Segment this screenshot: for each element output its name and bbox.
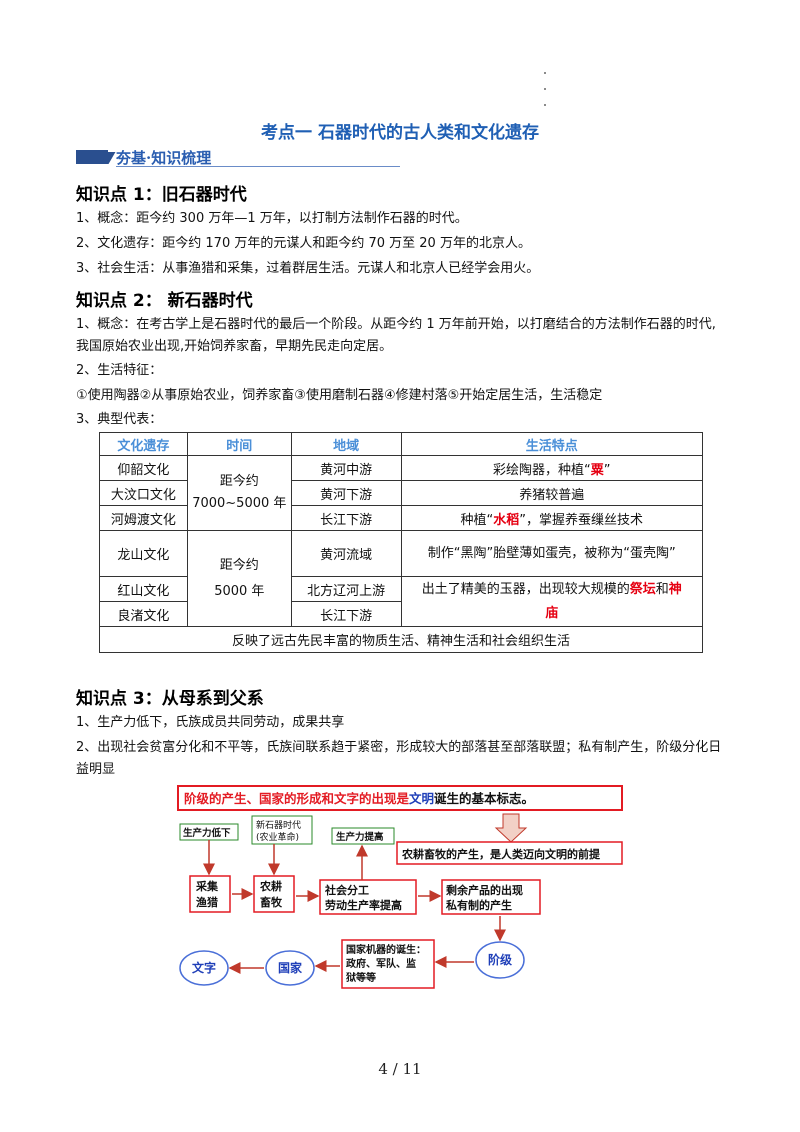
feature-highlight: 祭坛 <box>629 581 656 597</box>
page-title: 考点一 石器时代的古人类和文化遗存 <box>261 123 539 143</box>
top-banner-box <box>177 785 623 811</box>
table-header: 生活特点 <box>400 432 704 456</box>
k2-representatives-label: 3、典型代表： <box>76 412 163 427</box>
region-cell: 北方辽河上游 <box>290 576 402 602</box>
state-machine-text: 国家机器的诞生： <box>346 943 426 956</box>
table-summary-row: 反映了远古先民丰富的物质生活、精神生活和社会组织生活 <box>99 626 703 653</box>
time-text: 距今约 <box>219 557 259 573</box>
feature-text: 彩绘陶器，种植“ <box>493 462 591 478</box>
region-cell: 长江下游 <box>290 601 402 627</box>
time-text: 距今约 <box>219 474 259 489</box>
feature-highlight: 神庙 <box>545 581 682 621</box>
culture-cell: 良渚文化 <box>99 601 188 627</box>
nation-ellipse <box>265 950 315 986</box>
state-machine-box <box>341 939 435 989</box>
state-machine-text: 政府、军队、监 <box>346 957 416 970</box>
k3-line-2: 2、出现社会贫富分化和不平等，氏族间联系趋于紧密，形成较大的部落甚至部落联盟；私… <box>76 740 722 777</box>
writing-ellipse <box>179 950 229 986</box>
surplus-text: 私有制的产生 <box>446 898 512 912</box>
time-text: 5000 年 <box>214 583 265 599</box>
surplus-box <box>441 879 541 915</box>
table-header-row: 文化遗存 时间 地域 生活特点 <box>99 432 704 456</box>
banner-bar-icon <box>76 150 108 164</box>
surplus-text: 剩余产品的出现 <box>446 883 523 897</box>
feature-highlight: 粟 <box>590 462 604 478</box>
feature-text: ” <box>603 462 611 478</box>
feature-text: 和 <box>655 581 669 597</box>
farming-herding-text: 农耕 <box>259 879 282 893</box>
region-cell: 黄河流域 <box>290 530 402 577</box>
gather-hunt-text: 渔猎 <box>196 895 218 909</box>
table-row: 大汶口文化 黄河下游 养猪较普遍 <box>99 480 704 506</box>
feature-text: ”，掌握养蚕缫丝技术 <box>519 512 644 528</box>
culture-cell: 红山文化 <box>99 576 188 602</box>
farming-emergence-box <box>396 841 623 865</box>
banner-underline <box>116 166 400 167</box>
k2-feature-label: 2、生活特征： <box>76 363 163 378</box>
k1-cultural-remains: 2、文化遗存：距今约 170 万年的元谋人和距今约 70 万至 20 万年的北京… <box>76 236 531 251</box>
gather-hunt-text: 采集 <box>195 879 219 893</box>
k3-line-1: 1、生产力低下，氏族成员共同劳动，成果共享 <box>76 715 345 730</box>
feature-highlight: 水稻 <box>493 512 520 528</box>
farming-emergence-text: 农耕畜牧的产生，是人类迈向文明的前提 <box>401 847 601 861</box>
banner-label: 夯基·知识梳理 <box>116 149 212 167</box>
table-header: 地域 <box>290 432 402 456</box>
low-productivity-text: 生产力低下 <box>183 827 231 839</box>
culture-cell: 大汶口文化 <box>99 480 188 506</box>
neolithic-text: (农业革命) <box>256 831 299 843</box>
culture-cell: 龙山文化 <box>99 530 188 577</box>
section-banner: 夯基·知识梳理 <box>76 146 400 168</box>
social-division-text: 劳动生产率提高 <box>325 898 402 912</box>
heading-knowledge-1: 知识点 1：旧石器时代 <box>76 185 247 205</box>
neolithic-text: 新石器时代 <box>256 819 301 831</box>
writing-text: 文字 <box>192 960 216 975</box>
class-text: 阶级 <box>488 952 512 967</box>
social-division-text: 社会分工 <box>324 883 369 897</box>
time-cell: 距今约 7000~5000 年 <box>186 455 292 531</box>
feature-cell: 彩绘陶器，种植“粟” <box>400 455 704 481</box>
region-cell: 黄河下游 <box>290 480 402 506</box>
feature-text: 种植“ <box>460 512 494 528</box>
class-ellipse <box>475 941 525 979</box>
page-number: 4 / 11 <box>378 1060 422 1078</box>
feature-text: 出土了精美的玉器，出现较大规模的 <box>421 581 630 597</box>
farming-herding-text: 畜牧 <box>260 895 283 909</box>
k1-social-life: 3、社会生活：从事渔猎和采集，过着群居生活。元谋人和北京人已经学会用火。 <box>76 261 540 276</box>
social-division-box <box>319 879 417 915</box>
feature-cell: 养猪较普遍 <box>400 480 704 506</box>
time-cell: 距今约 5000 年 <box>186 530 292 627</box>
neolithic-box <box>251 815 313 845</box>
summary-cell: 反映了远古先民丰富的物质生活、精神生活和社会组织生活 <box>99 626 703 653</box>
table-row: 河姆渡文化 长江下游 种植“水稻”，掌握养蚕缫丝技术 <box>99 505 704 531</box>
heading-knowledge-2: 知识点 2： 新石器时代 <box>76 291 253 311</box>
heading-knowledge-3: 知识点 3：从母系到父系 <box>76 689 264 709</box>
k1-concept: 1、概念：距今约 300 万年—1 万年，以打制方法制作石器的时代。 <box>76 211 468 226</box>
feature-cell: 出土了精美的玉器，出现较大规模的祭坛和神庙 <box>400 576 704 627</box>
neolithic-culture-table: 文化遗存 时间 地域 生活特点 仰韶文化 距今约 7000~5000 年 黄河中… <box>99 432 704 653</box>
decorative-dots <box>542 72 548 112</box>
time-text: 7000~5000 年 <box>192 496 287 511</box>
feature-cell: 种植“水稻”，掌握养蚕缫丝技术 <box>400 505 704 531</box>
culture-cell: 河姆渡文化 <box>99 505 188 531</box>
table-row: 龙山文化 距今约 5000 年 黄河流域 制作“黑陶”胎壁薄如蛋壳，被称为“蛋壳… <box>99 530 704 627</box>
table-row: 红山文化 北方辽河上游 出土了精美的玉器，出现较大规模的祭坛和神庙 <box>99 576 704 627</box>
farming-herding-box <box>253 875 295 913</box>
feature-cell: 制作“黑陶”胎壁薄如蛋壳，被称为“蛋壳陶” <box>400 530 704 577</box>
region-cell: 长江下游 <box>290 505 402 531</box>
table-row: 仰韶文化 距今约 7000~5000 年 黄河中游 彩绘陶器，种植“粟” <box>99 455 704 531</box>
k2-concept: 1、概念：在考古学上是石器时代的最后一个阶段。从距今约 1 万年前开始，以打磨结… <box>76 317 716 354</box>
nation-text: 国家 <box>278 960 303 975</box>
table-header: 时间 <box>186 432 292 456</box>
productivity-up-text: 生产力提高 <box>336 831 384 843</box>
top-banner-text: 阶级的产生、国家的形成和文字的出现是文明诞生的基本标志。 <box>184 791 534 806</box>
gather-hunt-box <box>189 875 231 913</box>
down-arrow-icon <box>494 813 528 843</box>
civilization-flow-diagram: 阶级的产生、国家的形成和文字的出现是文明诞生的基本标志。 农耕畜牧的产生，是人类… <box>177 785 623 989</box>
region-cell: 黄河中游 <box>290 455 402 481</box>
table-header: 文化遗存 <box>99 432 188 456</box>
productivity-up-box <box>331 827 395 845</box>
k2-features: ①使用陶器②从事原始农业，饲养家畜③使用磨制石器④修建村落⑤开始定居生活，生活稳… <box>76 388 603 403</box>
state-machine-text: 狱等等 <box>345 971 376 984</box>
culture-cell: 仰韶文化 <box>99 455 188 481</box>
